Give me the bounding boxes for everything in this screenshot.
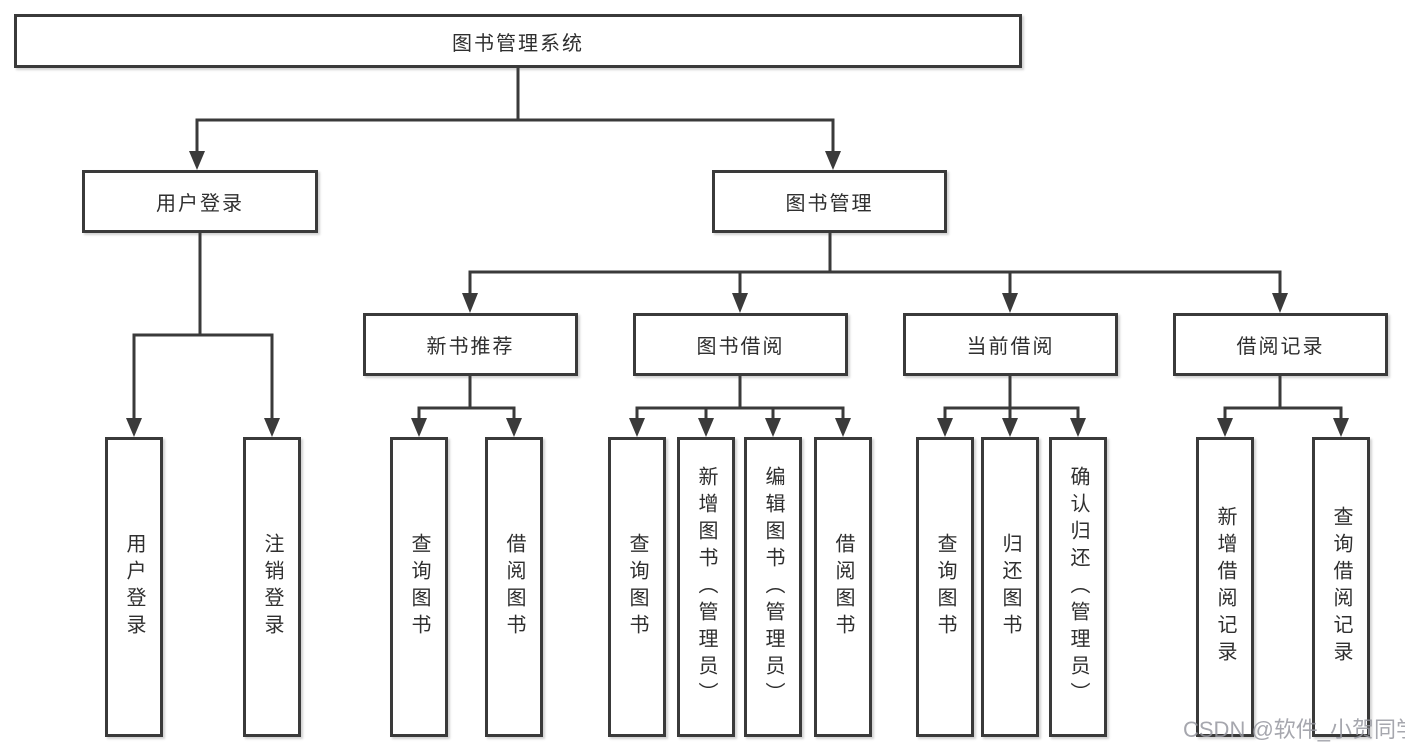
- leaf-borrow-query-books: 查询图书: [608, 437, 666, 737]
- node-book-management-system: 图书管理系统: [14, 14, 1022, 68]
- node-book-management: 图书管理: [712, 170, 947, 233]
- leaf-recommend-borrow-books: 借阅图书: [485, 437, 543, 737]
- leaf-current-query-books: 查询图书: [916, 437, 974, 737]
- leaf-logout: 注销登录: [243, 437, 301, 737]
- node-book-borrowing: 图书借阅: [633, 313, 848, 376]
- node-new-book-recommendation: 新书推荐: [363, 313, 578, 376]
- leaf-current-confirm-return-admin: 确认归还（管理员）: [1049, 437, 1107, 737]
- leaf-recommend-query-books: 查询图书: [390, 437, 448, 737]
- leaf-borrow-edit-books-admin: 编辑图书（管理员）: [744, 437, 802, 737]
- node-user-login: 用户登录: [82, 170, 318, 233]
- node-current-borrowing: 当前借阅: [903, 313, 1118, 376]
- node-borrowing-records: 借阅记录: [1173, 313, 1388, 376]
- leaf-borrow-add-books-admin: 新增图书（管理员）: [677, 437, 735, 737]
- leaf-user-login: 用户登录: [105, 437, 163, 737]
- leaf-borrow-borrow-books: 借阅图书: [814, 437, 872, 737]
- leaf-records-query-borrow-record: 查询借阅记录: [1312, 437, 1370, 737]
- csdn-watermark: CSDN @软件_小贺同学: [1183, 717, 1405, 742]
- leaf-records-add-borrow-record: 新增借阅记录: [1196, 437, 1254, 737]
- leaf-current-return-books: 归还图书: [981, 437, 1039, 737]
